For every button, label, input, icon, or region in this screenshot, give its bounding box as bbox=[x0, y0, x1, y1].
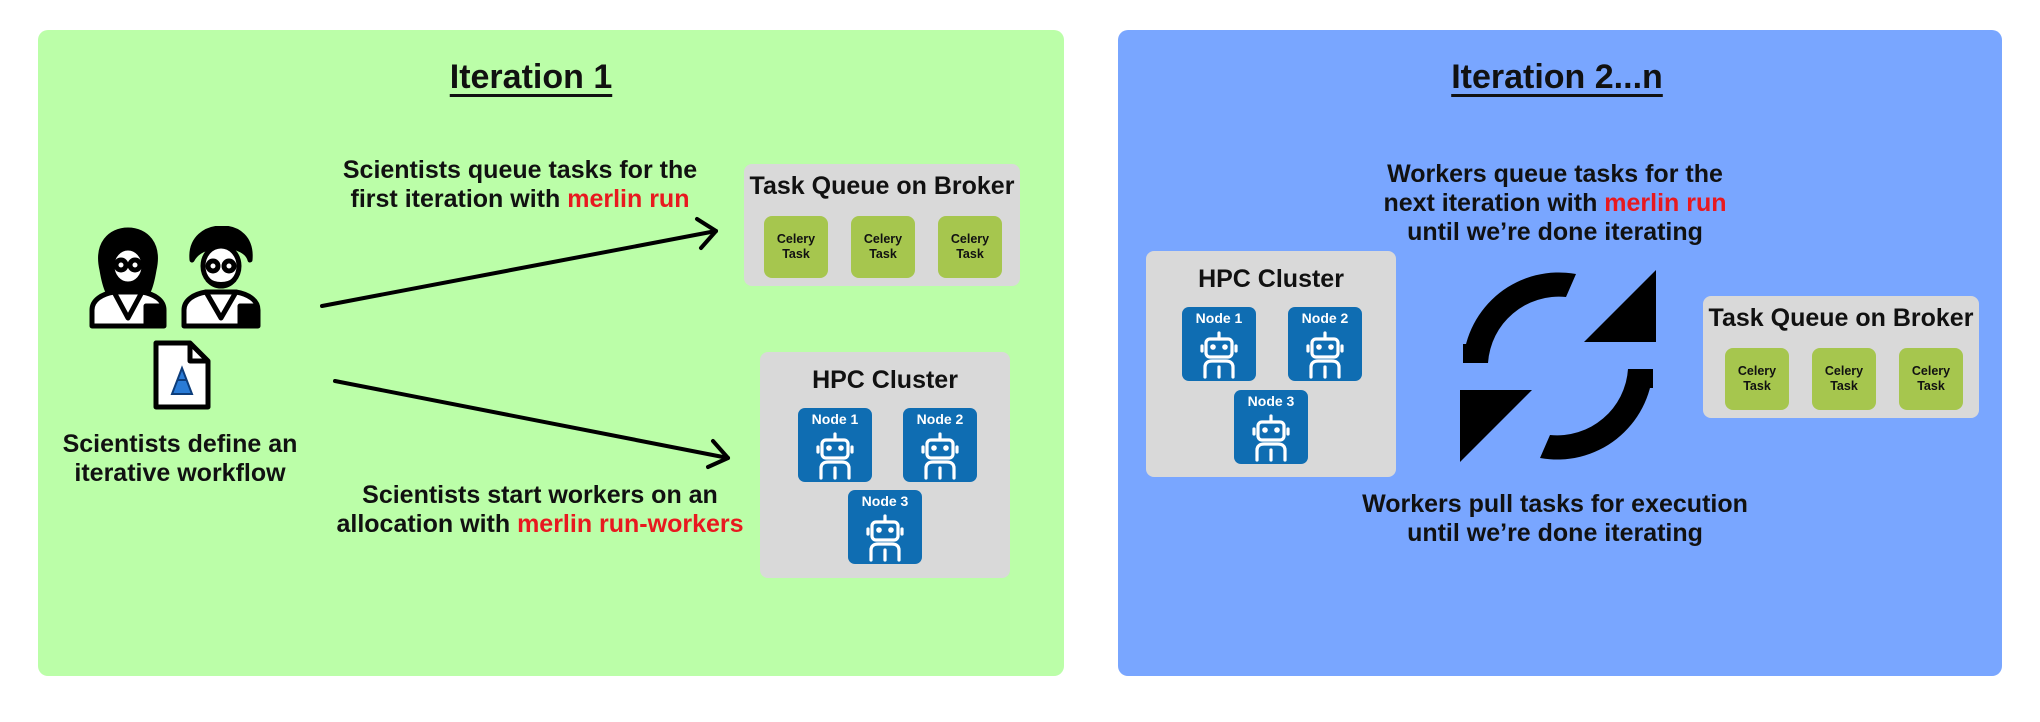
node-label: Node 2 bbox=[1301, 310, 1349, 326]
right-celery-task-1: Celery Task bbox=[1725, 348, 1789, 410]
robot-icon bbox=[866, 514, 904, 562]
define-caption-line-1: Scientists define an bbox=[62, 430, 298, 458]
merlin-run-command: merlin run bbox=[567, 185, 690, 213]
arrow-to-cluster bbox=[333, 379, 730, 460]
start-caption-line-1: Scientists start workers on an bbox=[362, 481, 718, 509]
right-node-3: Node 3 bbox=[1234, 390, 1308, 464]
right-celery-task-3: Celery Task bbox=[1899, 348, 1963, 410]
robot-icon bbox=[921, 432, 959, 480]
node-label: Node 2 bbox=[916, 411, 964, 427]
node-label: Node 1 bbox=[811, 411, 859, 427]
left-celery-task-2: Celery Task bbox=[851, 216, 915, 278]
iteration-cycle-icon bbox=[1460, 270, 1656, 462]
right-node-1: Node 1 bbox=[1182, 307, 1256, 381]
left-celery-task-1: Celery Task bbox=[764, 216, 828, 278]
left-hpc-cluster-box: HPC Cluster Node 1 Node 2 Node 3 bbox=[760, 352, 1010, 578]
right-broker-box: Task Queue on Broker Celery Task Celery … bbox=[1703, 296, 1979, 418]
queue-caption-line-2: first iteration with bbox=[350, 185, 568, 213]
robot-icon bbox=[1200, 331, 1238, 379]
merlin-run-command-2: merlin run bbox=[1604, 189, 1727, 217]
left-broker-title: Task Queue on Broker bbox=[749, 172, 1015, 200]
arrow-to-broker bbox=[320, 229, 718, 308]
workers-queue-caption: Workers queue tasks for the next iterati… bbox=[1330, 160, 1780, 247]
workers-queue-line-1: Workers queue tasks for the bbox=[1387, 160, 1723, 188]
left-node-3: Node 3 bbox=[848, 490, 922, 564]
right-broker-title: Task Queue on Broker bbox=[1708, 304, 1974, 332]
robot-icon bbox=[1306, 331, 1344, 379]
iteration-2-n-title: Iteration 2...n bbox=[1451, 58, 1663, 96]
start-workers-caption: Scientists start workers on an allocatio… bbox=[320, 481, 760, 539]
robot-icon bbox=[816, 432, 854, 480]
node-label: Node 1 bbox=[1195, 310, 1243, 326]
arrow-to-cluster-head bbox=[706, 439, 730, 469]
left-broker-box: Task Queue on Broker Celery Task Celery … bbox=[744, 164, 1020, 286]
workers-pull-line-1: Workers pull tasks for execution bbox=[1362, 490, 1748, 518]
merlin-run-workers-command: merlin run-workers bbox=[517, 510, 744, 538]
right-hpc-cluster-title: HPC Cluster bbox=[1198, 265, 1344, 293]
define-workflow-caption: Scientists define an iterative workflow bbox=[40, 430, 320, 488]
left-node-2: Node 2 bbox=[903, 408, 977, 482]
workers-queue-line-3: until we’re done iterating bbox=[1407, 218, 1703, 246]
start-caption-line-2: allocation with bbox=[336, 510, 518, 538]
right-hpc-cluster-box: HPC Cluster Node 1 Node 2 Node 3 bbox=[1146, 251, 1396, 477]
iteration-1-title: Iteration 1 bbox=[449, 58, 613, 96]
define-caption-line-2: iterative workflow bbox=[74, 459, 286, 487]
workers-pull-line-2: until we’re done iterating bbox=[1407, 519, 1703, 547]
left-node-1: Node 1 bbox=[798, 408, 872, 482]
scientists-icon bbox=[89, 226, 261, 329]
left-celery-task-3: Celery Task bbox=[938, 216, 1002, 278]
robot-icon bbox=[1252, 414, 1290, 462]
workflow-document-icon bbox=[153, 340, 211, 410]
arrow-to-broker-head bbox=[695, 217, 718, 250]
right-celery-task-2: Celery Task bbox=[1812, 348, 1876, 410]
queue-caption-line-1: Scientists queue tasks for the bbox=[342, 156, 698, 184]
workers-queue-line-2: next iteration with bbox=[1383, 189, 1605, 217]
left-hpc-cluster-title: HPC Cluster bbox=[812, 366, 958, 394]
queue-tasks-caption: Scientists queue tasks for the first ite… bbox=[300, 156, 740, 214]
node-label: Node 3 bbox=[1247, 393, 1295, 409]
workers-pull-caption: Workers pull tasks for execution until w… bbox=[1330, 490, 1780, 548]
node-label: Node 3 bbox=[861, 493, 909, 509]
right-node-2: Node 2 bbox=[1288, 307, 1362, 381]
